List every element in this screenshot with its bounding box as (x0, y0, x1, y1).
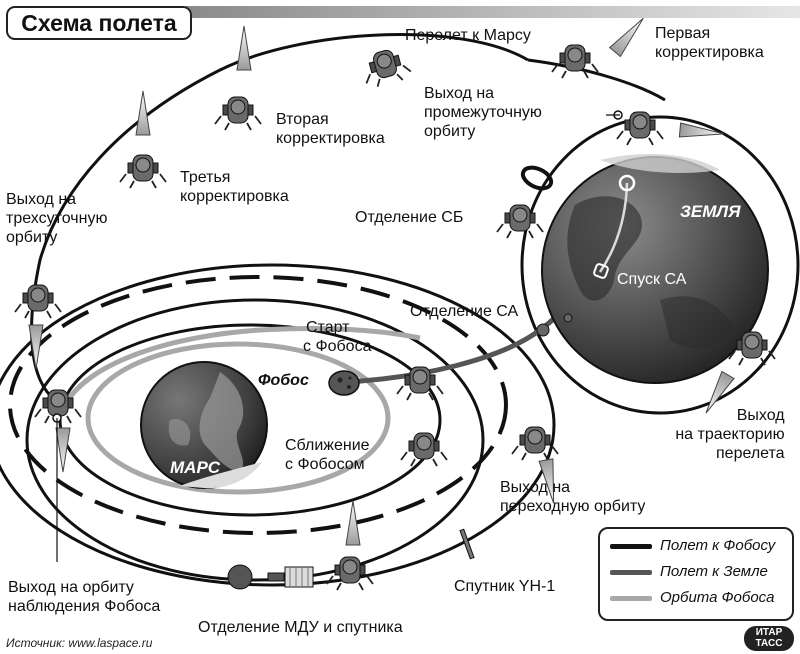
mars-planet (140, 361, 268, 489)
label-yh1-satellite: Спутник YH-1 (454, 578, 556, 595)
earth-planet (541, 154, 769, 384)
label-flight-to-mars: Перелет к Марсу (405, 27, 531, 44)
label-sa-descent: Спуск СА (617, 271, 687, 288)
phobos-moon (328, 370, 360, 396)
source-credit: Источник: www.laspace.ru (6, 636, 153, 650)
legend-item-phobos-orbit: Орбита Фобоса (610, 588, 786, 608)
spacecraft-icon (14, 13, 776, 591)
label-sa-separation: Отделение СА (410, 303, 519, 320)
legend-item-to-earth: Полет к Земле (610, 562, 786, 582)
title-bar-decoration (186, 6, 800, 18)
mdu-module-icon (267, 566, 314, 588)
earth-label: ЗЕМЛЯ (680, 202, 741, 221)
page-title: Схема полета (6, 6, 192, 40)
legend: Полет к Фобосу Полет к Земле Орбита Фобо… (598, 527, 794, 621)
phobos-label: Фобос (258, 372, 309, 389)
satellite-yh1-icon (459, 528, 475, 560)
label-sb-separation: Отделение СБ (355, 209, 464, 226)
legend-item-to-phobos: Полет к Фобосу (610, 536, 786, 556)
sb-ring-icon (520, 165, 554, 191)
label-mdu-separation: Отделение МДУ и спутника (198, 619, 403, 636)
mars-label: МАРС (170, 458, 221, 477)
